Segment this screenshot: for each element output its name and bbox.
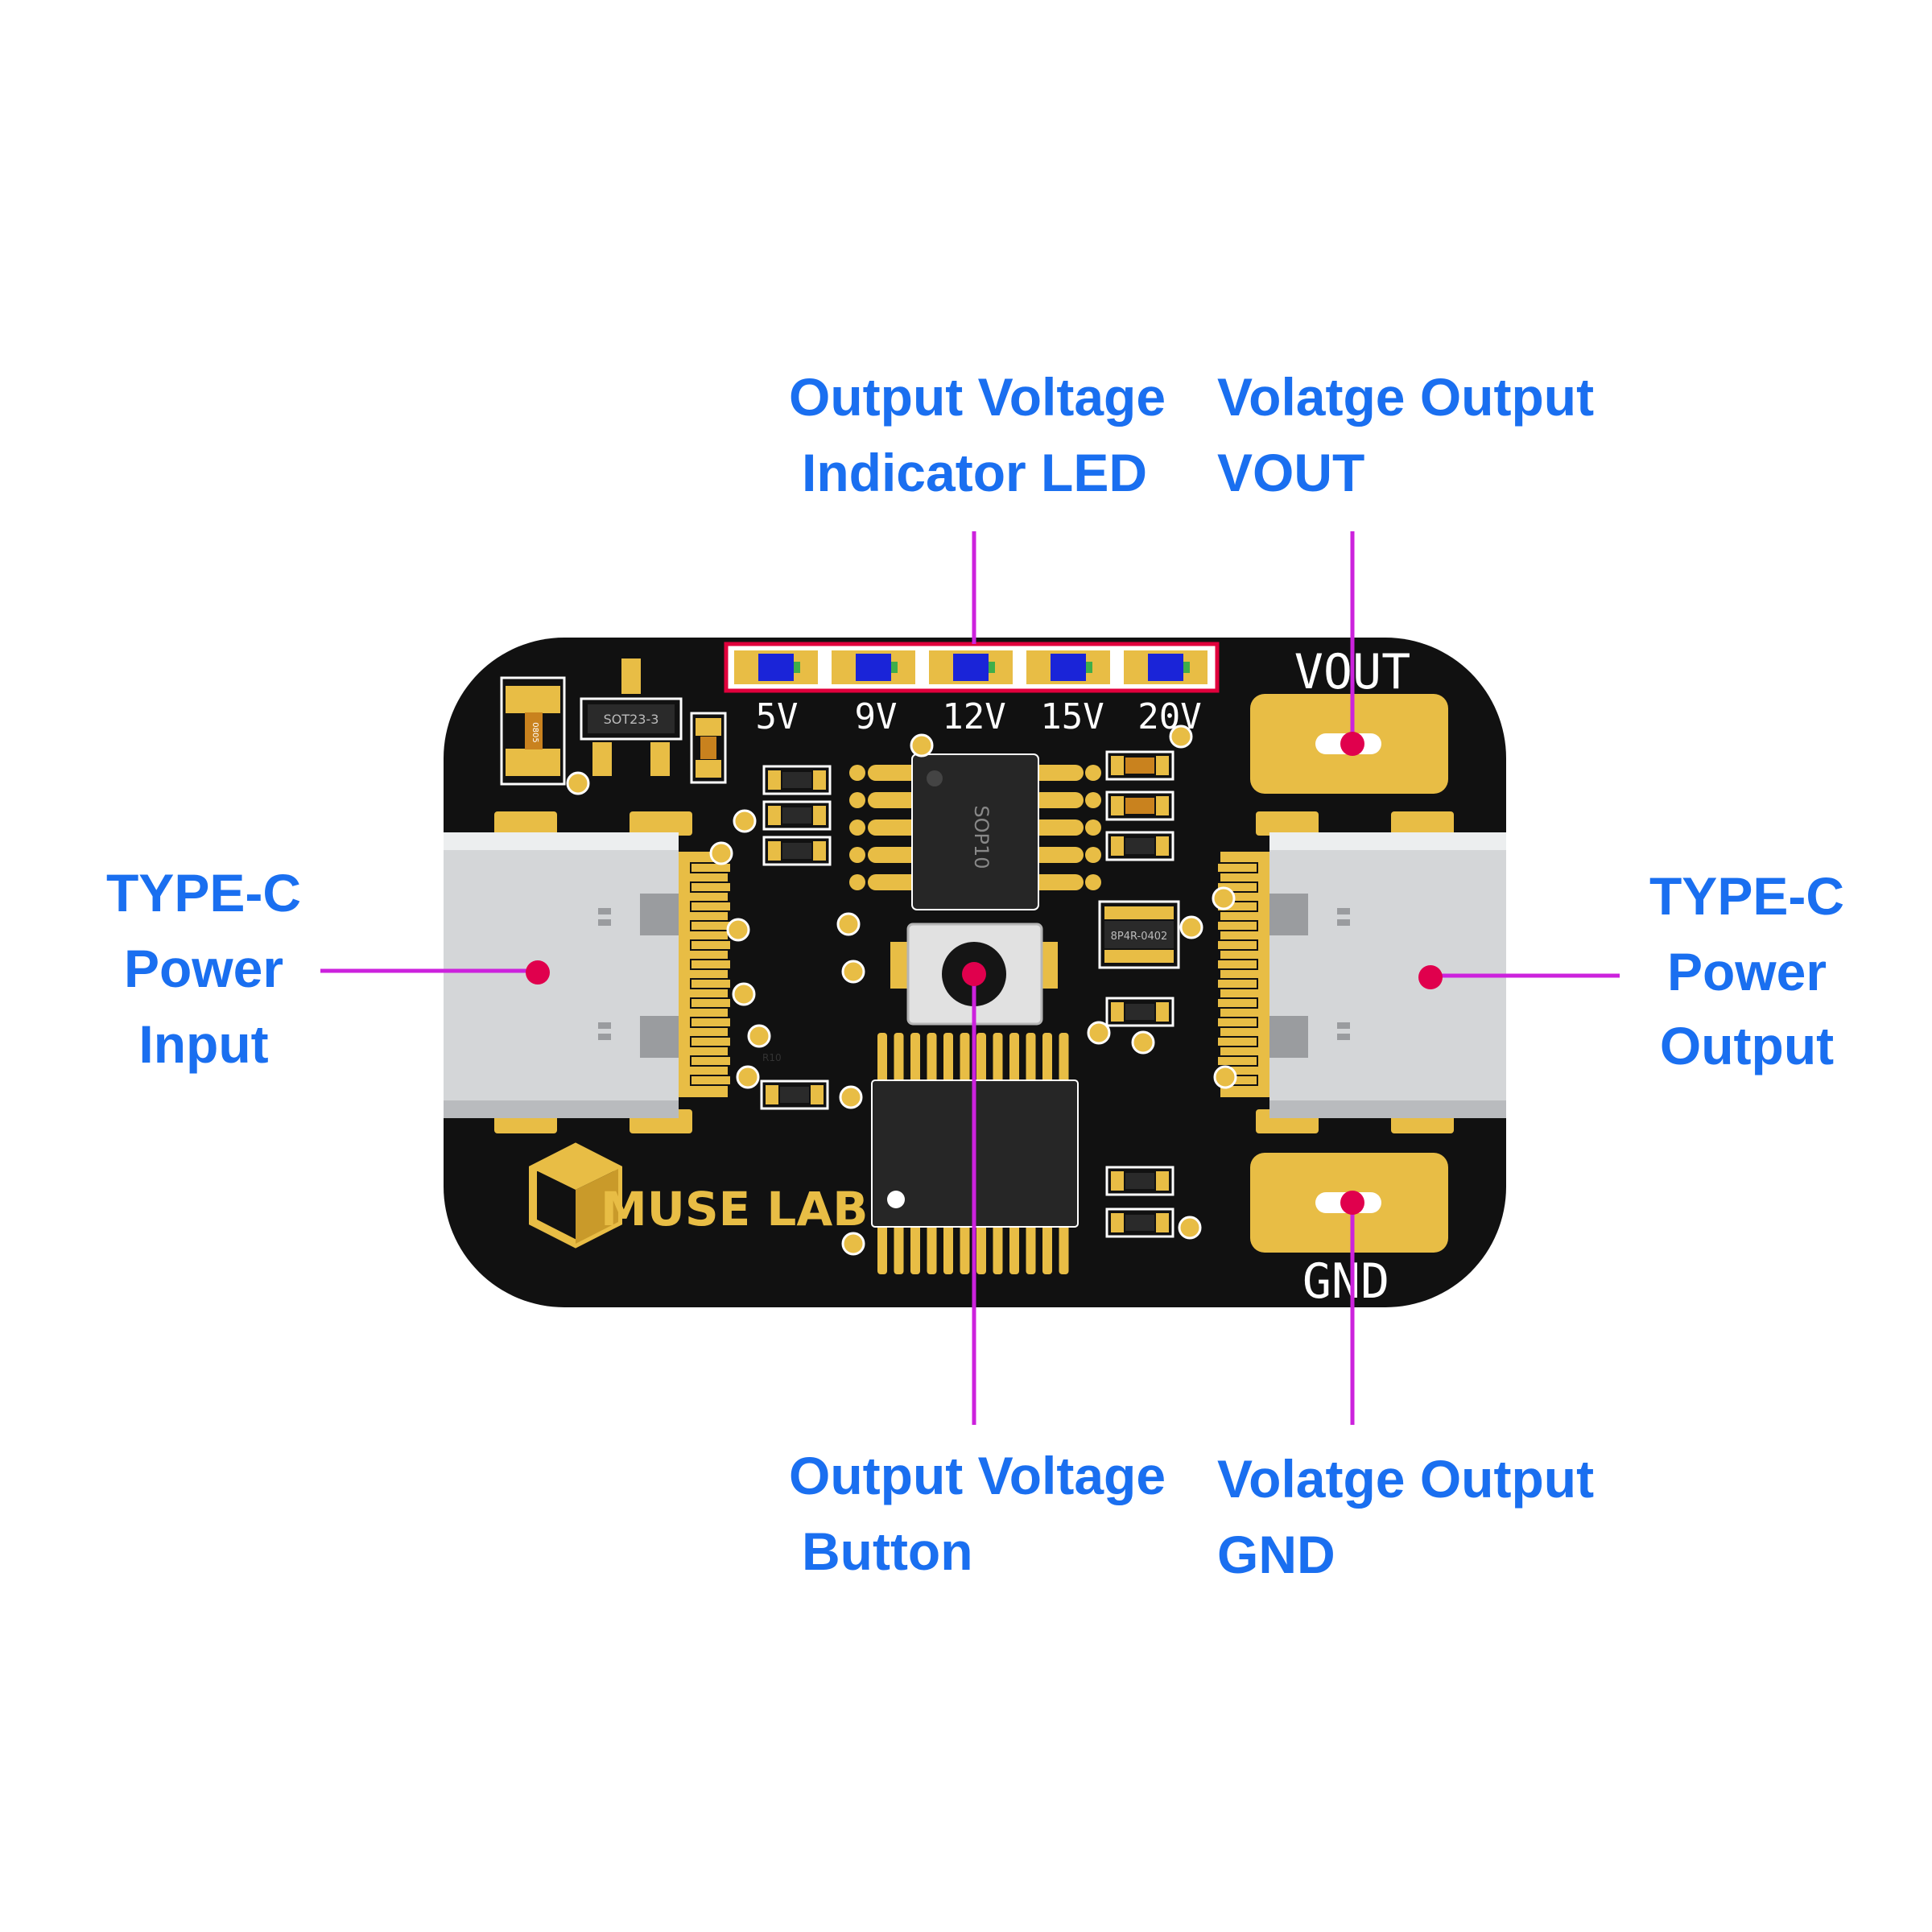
muse-lab-logo: MUSE LAB bbox=[529, 1142, 868, 1249]
led-label-5v: 5V bbox=[756, 696, 799, 737]
callout-led-line2: Indicator LED bbox=[802, 443, 1147, 502]
callout-led-line1: Output Voltage bbox=[789, 367, 1166, 427]
logo-text: MUSE LAB bbox=[601, 1182, 868, 1236]
led-20V bbox=[1124, 650, 1208, 684]
small-capacitor bbox=[690, 712, 727, 784]
resistor-r10: R10 bbox=[760, 1052, 829, 1110]
led-5V bbox=[734, 650, 818, 684]
svg-text:8P4R-0402: 8P4R-0402 bbox=[1111, 931, 1168, 943]
usb-c-output-connector bbox=[1216, 811, 1506, 1133]
callout-input-line3: Input bbox=[138, 1014, 268, 1074]
callout-button-line1: Output Voltage bbox=[789, 1446, 1166, 1505]
capacitor-0805: 0805 bbox=[500, 676, 566, 786]
callout-gnd-line2: GND bbox=[1217, 1525, 1335, 1584]
resistors-lower-right bbox=[1105, 1166, 1174, 1238]
resistors-left bbox=[762, 765, 832, 866]
led-labels: 5V 9V 12V 15V 20V bbox=[756, 696, 1202, 737]
svg-text:R10: R10 bbox=[762, 1052, 782, 1063]
led-label-12v: 12V bbox=[942, 696, 1005, 737]
led-15V bbox=[1026, 650, 1110, 684]
callout-input-line1: TYPE-C bbox=[106, 863, 301, 923]
vias bbox=[566, 724, 1237, 1256]
sot23-transistor: SOT23-3 bbox=[580, 658, 683, 776]
resistors-right bbox=[1105, 750, 1174, 1027]
led-12V bbox=[929, 650, 1013, 684]
callout-output-line2: Power bbox=[1667, 942, 1827, 1001]
resistor-array: 8P4R-0402 bbox=[1098, 900, 1180, 969]
callout-gnd-line1: Volatge Output bbox=[1217, 1449, 1594, 1509]
led-label-15v: 15V bbox=[1040, 696, 1104, 737]
callout-button-line2: Button bbox=[802, 1521, 973, 1581]
usb-c-input-connector bbox=[444, 811, 732, 1133]
led-label-20v: 20V bbox=[1137, 696, 1201, 737]
led-label-9v: 9V bbox=[855, 696, 898, 737]
sop10-chip: SOP10 bbox=[849, 753, 1101, 910]
svg-text:SOT23-3: SOT23-3 bbox=[604, 712, 659, 727]
gnd-silk-label: GND bbox=[1302, 1253, 1389, 1310]
callout-vout-line2: VOUT bbox=[1217, 443, 1364, 502]
callout-input-line2: Power bbox=[124, 939, 283, 998]
led-indicator-bar bbox=[724, 642, 1220, 693]
svg-text:SOP10: SOP10 bbox=[970, 805, 993, 869]
svg-text:0805: 0805 bbox=[530, 722, 539, 742]
leader-lines bbox=[320, 531, 1620, 1425]
callout-output-line3: Output bbox=[1660, 1016, 1834, 1075]
callout-output-line1: TYPE-C bbox=[1649, 866, 1844, 926]
marker-dots bbox=[526, 732, 1443, 1215]
callout-vout-line1: Volatge Output bbox=[1217, 367, 1594, 427]
led-9V bbox=[832, 650, 915, 684]
